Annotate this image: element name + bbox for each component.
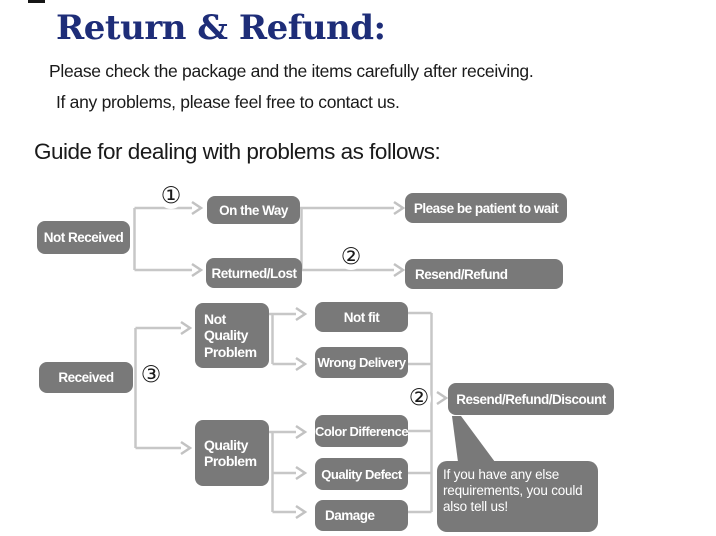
top-edge-artifact xyxy=(28,0,45,3)
step-1-badge: ① xyxy=(159,183,183,209)
node-damage: Damage xyxy=(315,500,408,531)
node-received: Received xyxy=(39,362,133,393)
node-returned-lost: Returned/Lost xyxy=(206,258,302,288)
intro-line-1: Please check the package and the items c… xyxy=(49,61,534,81)
step-3-badge: ③ xyxy=(139,362,163,388)
node-not-quality-problem: Not Quality Problem xyxy=(195,303,269,368)
step-2-badge-top: ② xyxy=(339,244,363,270)
node-resend-refund: Resend/Refund xyxy=(405,259,563,289)
node-quality-problem: Quality Problem xyxy=(195,420,269,486)
step-2-badge-bottom: ② xyxy=(407,385,431,411)
node-not-received: Not Received xyxy=(37,221,130,254)
note-speech-bubble: If you have any else requirements, you c… xyxy=(437,461,598,532)
speech-bubble-tail xyxy=(452,416,495,462)
page-title: Return & Refund: xyxy=(56,8,386,48)
node-color-difference: Color Difference xyxy=(315,415,409,447)
guide-heading: Guide for dealing with problems as follo… xyxy=(34,139,441,164)
node-not-fit: Not fit xyxy=(315,302,408,332)
node-wrong-delivery: Wrong Delivery xyxy=(315,347,408,378)
node-quality-defect: Quality Defect xyxy=(315,458,408,490)
node-resend-refund-discount: Resend/Refund/Discount xyxy=(448,383,614,415)
node-on-the-way: On the Way xyxy=(207,196,300,224)
intro-line-2: If any problems, please feel free to con… xyxy=(56,92,400,112)
node-please-be-patient: Please be patient to wait xyxy=(405,193,567,223)
